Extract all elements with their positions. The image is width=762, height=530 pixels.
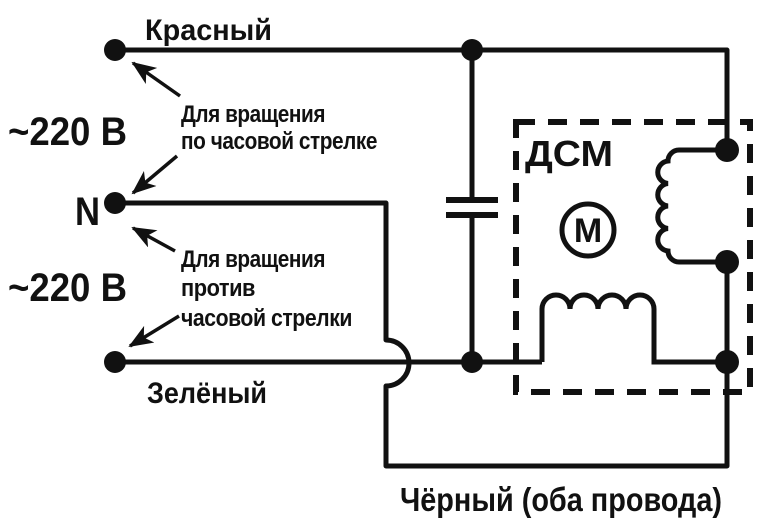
motor-circle: [559, 201, 617, 259]
red-wire-label: Красный: [145, 14, 272, 47]
voltage-label-top: ~220 В: [8, 110, 127, 154]
terminal-dot-red: [104, 39, 126, 61]
motor-terminal-dot-bottom: [715, 350, 739, 374]
running-winding-coil: [539, 292, 727, 365]
motor-terminal-dot-top: [715, 138, 739, 162]
motor-terminal-dot-middle: [715, 250, 739, 274]
voltage-label-bottom: ~220 В: [8, 266, 127, 310]
terminal-dot-neutral: [104, 192, 126, 214]
motor-boundary-dashed-box: [513, 119, 753, 395]
counterclockwise-note-line3: часовой стрелки: [181, 305, 352, 332]
junction-dot-capacitor-top: [461, 39, 483, 61]
black-wire-label: Чёрный (оба провода): [400, 481, 722, 518]
motor-letter: М: [574, 212, 602, 250]
arrow-to-neutral-terminal-lower: [131, 226, 176, 253]
neutral-black-return-wire: [115, 200, 730, 469]
terminal-dot-green: [104, 351, 126, 373]
arrow-to-neutral-terminal-upper: [131, 154, 179, 195]
arrow-to-green-terminal: [128, 314, 180, 348]
green-wire-label: Зелёный: [147, 377, 267, 410]
arrow-to-red-terminal: [131, 61, 182, 98]
red-phase-wire: [115, 47, 730, 150]
counterclockwise-note-line1: Для вращения: [181, 246, 325, 273]
neutral-label: N: [75, 190, 100, 234]
dsm-box-label: ДСМ: [525, 133, 613, 174]
junction-dot-capacitor-bottom: [461, 351, 483, 373]
counterclockwise-note-line2: против: [181, 275, 255, 302]
clockwise-note-line2: по часовой стрелке: [181, 128, 377, 155]
starting-winding-coil: [655, 147, 727, 265]
clockwise-note-line1: Для вращения: [181, 101, 325, 128]
